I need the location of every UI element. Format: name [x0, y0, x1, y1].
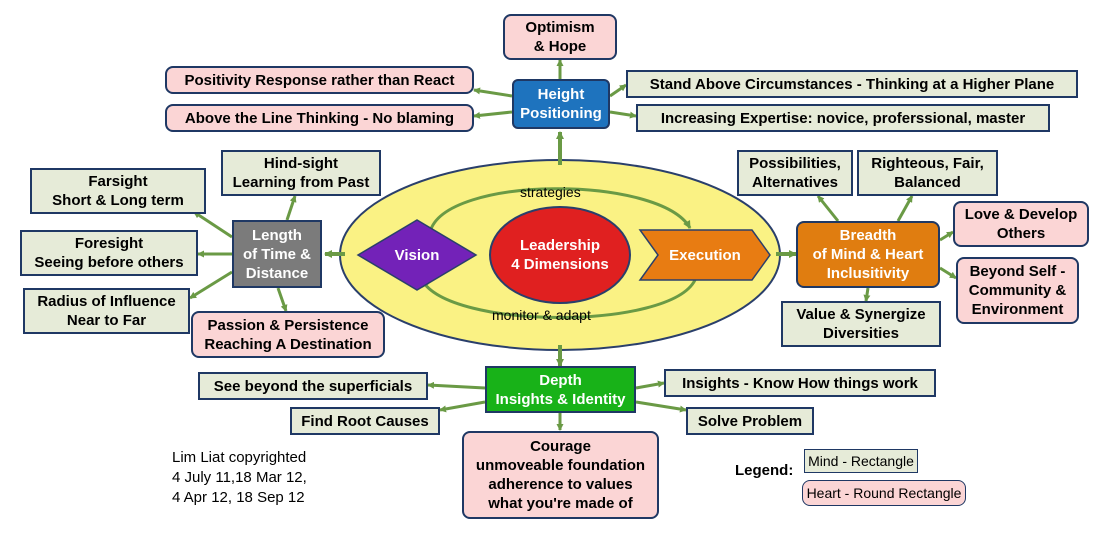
leadership-circle: [489, 206, 631, 304]
node-righteous: Righteous, Fair, Balanced: [857, 150, 998, 196]
node-beyond-self: Beyond Self - Community & Environment: [956, 257, 1079, 324]
node-radius: Radius of Influence Near to Far: [23, 288, 190, 334]
arrow-radius: [189, 270, 233, 300]
arrow-value: [863, 287, 871, 302]
hub-depth: Depth Insights & Identity: [485, 366, 636, 413]
arrow-solve: [635, 400, 687, 413]
legend-mind: Mind - Rectangle: [804, 449, 918, 473]
monitor-adapt-label: monitor & adapt: [492, 307, 591, 323]
node-hindsight: Hind-sight Learning from Past: [221, 150, 381, 196]
arrow-positivity: [473, 87, 513, 98]
legend-heart: Heart - Round Rectangle: [802, 480, 966, 506]
arrow-righteous: [896, 195, 914, 222]
node-possibilities: Possibilities, Alternatives: [737, 150, 853, 196]
arrow-love: [939, 230, 954, 242]
vision-diamond: [356, 219, 478, 291]
arrow-passion: [276, 287, 288, 312]
node-positivity: Positivity Response rather than React: [165, 66, 474, 94]
node-value: Value & Synergize Diversities: [781, 301, 941, 347]
node-foresight: Foresight Seeing before others: [20, 230, 198, 276]
arrow-beyond-self: [939, 266, 957, 280]
node-farsight: Farsight Short & Long term: [30, 168, 206, 214]
node-love: Love & Develop Others: [953, 201, 1089, 247]
arrow-expertise: [609, 110, 637, 119]
leadership-label: Leadership 4 Dimensions: [511, 237, 609, 273]
node-courage: Courage unmoveable foundation adherence …: [462, 431, 659, 519]
execution-label: Execution: [669, 246, 741, 264]
vision-label: Vision: [394, 246, 440, 264]
monitor-curve: [420, 279, 697, 319]
node-insights: Insights - Know How things work: [664, 369, 936, 397]
node-expertise: Increasing Expertise: novice, proferssio…: [636, 104, 1050, 132]
hub-length: Length of Time & Distance: [232, 220, 322, 288]
strategies-label: strategies: [520, 184, 581, 200]
hub-height: Height Positioning: [512, 79, 610, 129]
node-root-causes: Find Root Causes: [290, 407, 440, 435]
execution-chevron: [638, 229, 771, 281]
copyright-text: Lim Liat copyrighted 4 July 11,18 Mar 12…: [172, 449, 307, 506]
arrow-stand-above: [609, 83, 627, 98]
arrow-hindsight: [285, 195, 297, 221]
node-passion: Passion & Persistence Reaching A Destina…: [191, 311, 385, 358]
node-stand-above: Stand Above Circumstances - Thinking at …: [626, 70, 1078, 98]
strategies-curve: [428, 187, 692, 233]
legend-label: Legend:: [735, 462, 794, 479]
arrow-farsight: [193, 210, 233, 239]
arrow-superficials: [427, 381, 486, 390]
arrow-possibilities: [816, 195, 840, 222]
node-above-line: Above the Line Thinking - No blaming: [165, 104, 474, 132]
node-optimism: Optimism & Hope: [503, 14, 617, 60]
node-solve: Solve Problem: [686, 407, 814, 435]
node-superficials: See beyond the superficials: [198, 372, 428, 400]
arrow-root-causes: [439, 400, 486, 413]
arrow-insights: [635, 380, 665, 390]
hub-breadth: Breadth of Mind & Heart Inclusitivity: [796, 221, 940, 288]
arrow-above-line: [473, 110, 513, 119]
